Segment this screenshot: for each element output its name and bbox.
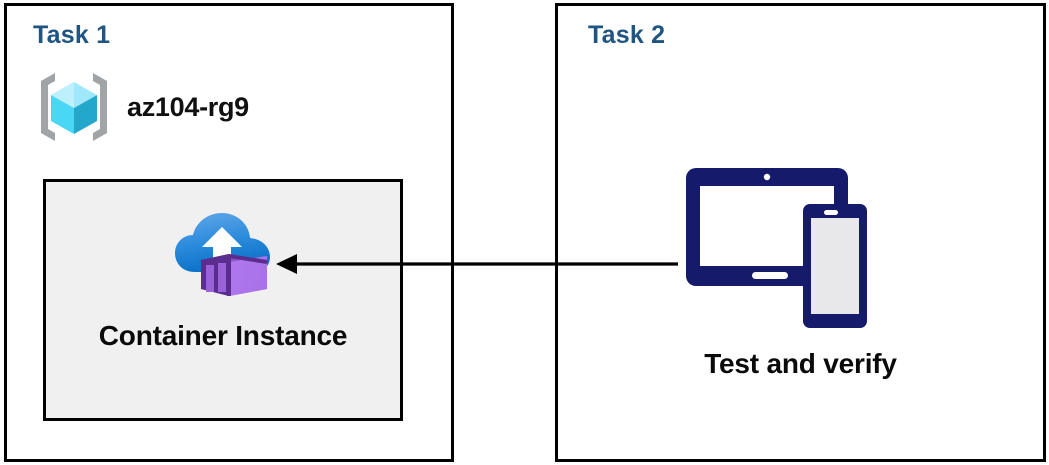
container-instance-box: Container Instance bbox=[43, 179, 403, 421]
resource-group-cube-icon bbox=[35, 68, 113, 146]
resource-group-name: az104-rg9 bbox=[127, 91, 249, 122]
task-2-title: Task 2 bbox=[588, 21, 666, 49]
task-1-title: Task 1 bbox=[33, 21, 111, 49]
test-and-verify-label: Test and verify bbox=[704, 348, 897, 379]
arrow-task2-to-container-instance bbox=[270, 248, 680, 280]
container-instance-icon bbox=[171, 182, 275, 304]
resource-group-row: az104-rg9 bbox=[35, 68, 249, 146]
devices-tablet-phone-icon bbox=[676, 160, 872, 336]
container-instance-label: Container Instance bbox=[98, 320, 348, 351]
task-1-panel: Task 1 az104-rg bbox=[4, 3, 454, 462]
